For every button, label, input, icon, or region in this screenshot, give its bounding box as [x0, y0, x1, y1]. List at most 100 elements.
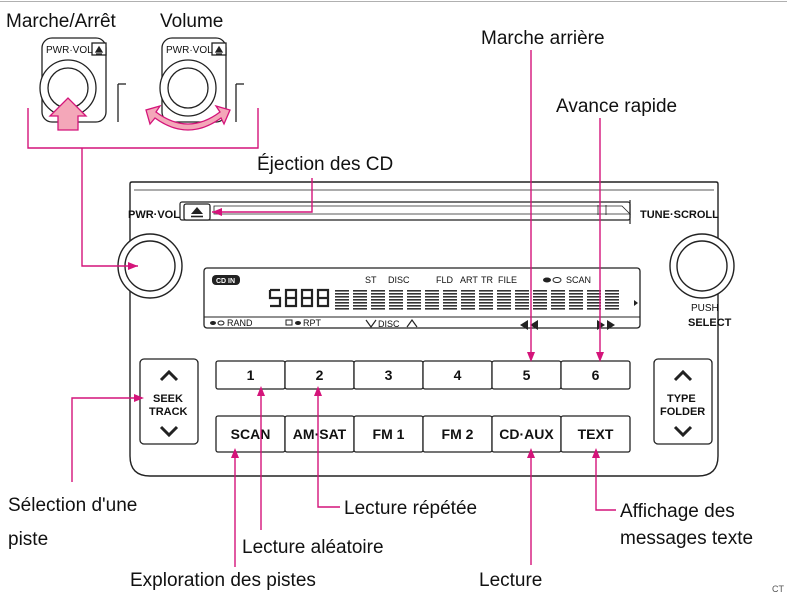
- lcd-matrix-cell: [335, 290, 349, 310]
- callout-text-display-line2: messages texte: [620, 528, 753, 549]
- callout-random: Lecture aléatoire: [242, 537, 384, 558]
- radio-unit: [129, 181, 719, 477]
- select-label: SELECT: [688, 317, 732, 329]
- function-button-6[interactable]: TEXT: [560, 415, 631, 453]
- callout-repeat: Lecture répétée: [344, 498, 477, 519]
- lcd-matrix: [335, 290, 619, 310]
- callout-text-display-line1: Affichage des: [620, 501, 735, 522]
- type-folder-button[interactable]: [653, 358, 713, 445]
- preset-label: 5: [523, 367, 531, 383]
- eject-button[interactable]: [183, 203, 211, 221]
- lcd-matrix-cell: [497, 290, 511, 310]
- callout-volume: Volume: [160, 11, 223, 32]
- lcd-disc-nav: DISC: [378, 319, 400, 329]
- folder-label: FOLDER: [660, 406, 705, 418]
- function-button-2[interactable]: AM·SAT: [284, 415, 355, 453]
- lcd-file: FILE: [498, 275, 517, 285]
- eject-icon: [191, 207, 203, 214]
- lcd-tr: TR: [481, 275, 493, 285]
- lcd-digits: [268, 288, 330, 308]
- lcd-disc: DISC: [388, 275, 410, 285]
- lcd-scan: SCAN: [566, 275, 591, 285]
- callout-fast-forward: Avance rapide: [556, 96, 677, 117]
- disc-up-icon: [406, 318, 418, 328]
- function-label: TEXT: [578, 426, 614, 442]
- lcd-matrix-cell: [371, 290, 385, 310]
- lcd-matrix-cell: [353, 290, 367, 310]
- function-button-4[interactable]: FM 2: [422, 415, 493, 453]
- function-label: FM 2: [442, 426, 474, 442]
- corner-code: CT: [772, 584, 784, 593]
- preset-button-4[interactable]: 4: [422, 360, 493, 390]
- callout-eject: Éjection des CD: [257, 154, 393, 175]
- power-knob-illustration: [39, 37, 126, 123]
- preset-label: 4: [454, 367, 462, 383]
- preset-button-2[interactable]: 2: [284, 360, 355, 390]
- lcd-matrix-cell: [389, 290, 403, 310]
- lcd-matrix-cell: [461, 290, 475, 310]
- folder-down-icon: [673, 425, 693, 438]
- function-label: AM·SAT: [293, 426, 347, 442]
- disc-icon: [543, 277, 562, 283]
- lcd-st: ST: [365, 275, 377, 285]
- callout-play: Lecture: [479, 570, 542, 591]
- function-button-1[interactable]: SCAN: [215, 415, 286, 453]
- pwr-vol-knob[interactable]: [117, 233, 183, 299]
- preset-button-6[interactable]: 6: [560, 360, 631, 390]
- preset-button-5[interactable]: 5: [491, 360, 562, 390]
- preset-button-3[interactable]: 3: [353, 360, 424, 390]
- disc-down-icon: [365, 319, 377, 329]
- function-label: FM 1: [373, 426, 405, 442]
- cd-in-indicator: [212, 275, 240, 285]
- function-label: SCAN: [231, 426, 271, 442]
- lcd-fld: FLD: [436, 275, 454, 285]
- lcd-matrix-cell: [479, 290, 493, 310]
- power-knob-small-label: PWR·VOL: [46, 45, 93, 56]
- function-button-row: SCAN AM·SAT FM 1 FM 2 CD·AUX TEXT: [215, 415, 631, 453]
- lcd-matrix-cell: [407, 290, 421, 310]
- callout-track-select-line1: Sélection d'une: [8, 495, 137, 516]
- rewind-indicator-icon: [520, 320, 538, 330]
- volume-knob-illustration: [159, 37, 244, 123]
- preset-label: 1: [247, 367, 255, 383]
- seek-label: SEEK: [153, 393, 183, 405]
- lcd-matrix-cell: [605, 290, 619, 310]
- function-button-3[interactable]: FM 1: [353, 415, 424, 453]
- lcd-matrix-cell: [443, 290, 457, 310]
- callout-scan: Exploration des pistes: [130, 570, 316, 591]
- rand-indicator: [210, 320, 225, 326]
- folder-up-icon: [673, 369, 693, 382]
- type-label: TYPE: [667, 393, 696, 405]
- lcd-matrix-cell: [569, 290, 583, 310]
- preset-button-1[interactable]: 1: [215, 360, 286, 390]
- callout-track-select-line2: piste: [8, 529, 48, 550]
- track-label: TRACK: [149, 406, 188, 418]
- tune-scroll-label: TUNE·SCROLL: [640, 209, 719, 221]
- function-label: CD·AUX: [499, 426, 554, 442]
- lcd-matrix-cell: [515, 290, 529, 310]
- lcd-matrix-cell: [587, 290, 601, 310]
- preset-button-row: 1 2 3 4 5 6: [215, 360, 631, 390]
- seek-track-button[interactable]: [139, 358, 199, 445]
- lcd-rand: RAND: [227, 318, 253, 328]
- volume-knob-small-label: PWR·VOL: [166, 45, 213, 56]
- lcd-matrix-cell: [425, 290, 439, 310]
- top-divider: [0, 1, 787, 2]
- preset-label: 3: [385, 367, 393, 383]
- pwr-vol-label: PWR·VOL: [128, 209, 180, 221]
- lcd-rpt: RPT: [303, 318, 322, 328]
- press-arrow-icon: [48, 97, 88, 131]
- callout-power: Marche/Arrêt: [6, 11, 117, 32]
- callout-arrowheads: [128, 208, 604, 458]
- preset-label: 6: [592, 367, 600, 383]
- lcd-scroll-arrow-icon: [634, 300, 638, 306]
- function-button-5[interactable]: CD·AUX: [491, 415, 562, 453]
- callout-rewind: Marche arrière: [481, 28, 605, 49]
- tune-scroll-knob[interactable]: [669, 233, 735, 299]
- push-label: PUSH: [691, 303, 719, 314]
- cd-in-text: CD IN: [216, 278, 235, 285]
- lcd-art: ART: [460, 275, 478, 285]
- fast-forward-indicator-icon: [597, 320, 615, 330]
